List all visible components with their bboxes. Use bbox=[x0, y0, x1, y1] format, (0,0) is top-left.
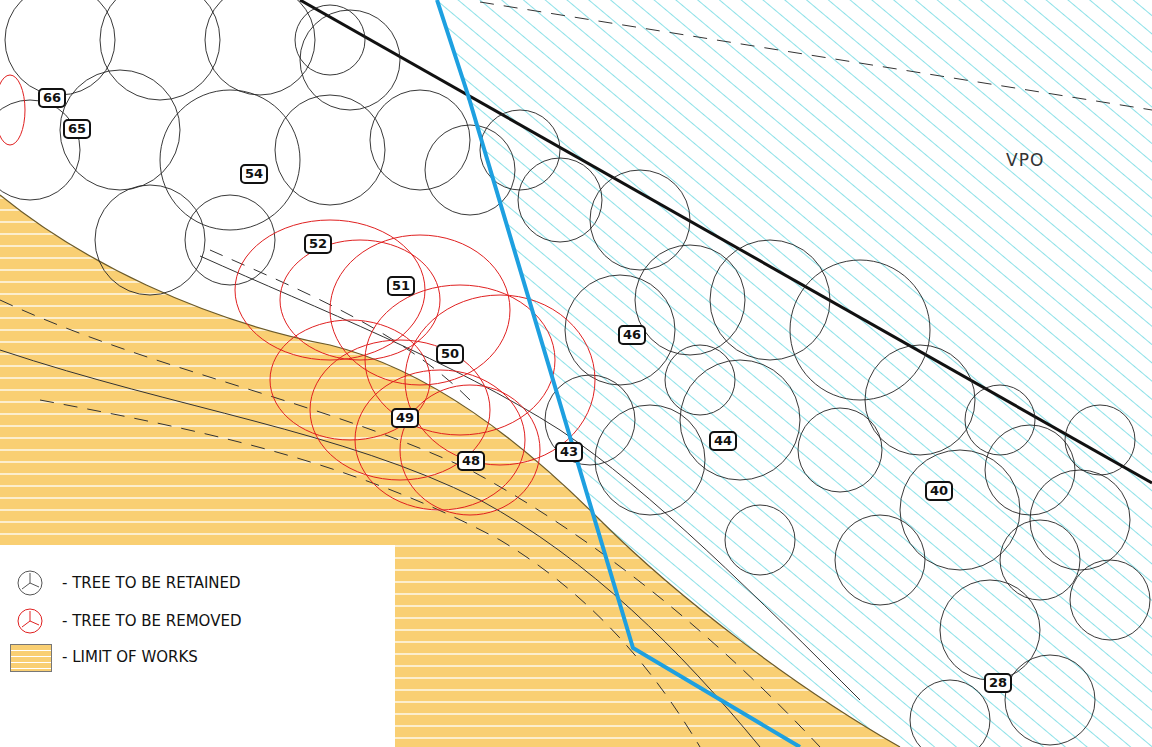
zone-label: VPO bbox=[1006, 150, 1044, 170]
tree-tag: 49 bbox=[391, 408, 419, 428]
tree-number: 66 bbox=[43, 90, 61, 105]
legend-panel: - TREE TO BE RETAINED - TREE TO BE REMOVE… bbox=[0, 545, 395, 747]
tree-tag: 28 bbox=[984, 673, 1012, 693]
tree-number: 40 bbox=[930, 483, 948, 498]
tree-number: 43 bbox=[560, 444, 578, 459]
tree-number: 44 bbox=[714, 433, 732, 448]
tree-tag: 40 bbox=[925, 481, 953, 501]
tree-number: 50 bbox=[441, 346, 459, 361]
tree-number: 49 bbox=[396, 410, 414, 425]
tree-tag: 43 bbox=[555, 442, 583, 462]
boundary-line bbox=[300, 0, 1152, 483]
legend-text: - LIMIT OF WORKS bbox=[62, 648, 198, 666]
limit-line bbox=[437, 0, 800, 747]
tree-tag: 50 bbox=[436, 344, 464, 364]
legend-text: - TREE TO BE REMOVED bbox=[62, 612, 241, 630]
legend-swatch bbox=[10, 644, 52, 672]
tree-number: 48 bbox=[462, 453, 480, 468]
tree-number: 46 bbox=[623, 327, 641, 342]
tree-tag: 48 bbox=[457, 451, 485, 471]
tree-number: 65 bbox=[68, 121, 86, 136]
tree-number: 54 bbox=[245, 166, 263, 181]
tree-tag: 66 bbox=[38, 88, 66, 108]
tree-number: 52 bbox=[309, 236, 327, 251]
legend-text: - TREE TO BE RETAINED bbox=[62, 574, 241, 592]
tree-tag: 51 bbox=[387, 276, 415, 296]
tree-number: 28 bbox=[989, 675, 1007, 690]
tree-tag: 52 bbox=[304, 234, 332, 254]
tree-number: 51 bbox=[392, 278, 410, 293]
tree-tag: 46 bbox=[618, 325, 646, 345]
tree-tag: 44 bbox=[709, 431, 737, 451]
works-area bbox=[0, 195, 900, 747]
tree-tag: 65 bbox=[63, 119, 91, 139]
tree-tag: 54 bbox=[240, 164, 268, 184]
